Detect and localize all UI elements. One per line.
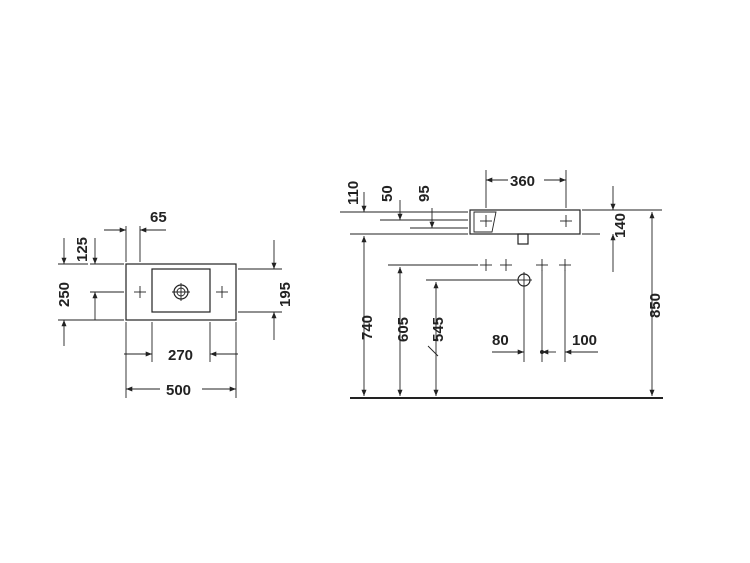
basin-bowl-top — [151, 268, 211, 313]
dim-740-label: 740 — [359, 315, 376, 340]
dim-545-label: 545 — [430, 317, 447, 342]
dim-65-label: 65 — [150, 209, 167, 226]
basin-outline-top — [125, 263, 237, 321]
front-view: 110 50 95 360 140 740 605 545 — [340, 170, 664, 399]
dim-605-label: 605 — [395, 317, 412, 342]
dim-95-label: 95 — [416, 185, 433, 202]
dim-100-label: 100 — [572, 332, 597, 349]
drain-pipe-front — [517, 233, 529, 245]
dim-140-label: 140 — [612, 213, 629, 238]
dim-250-label: 250 — [56, 282, 73, 307]
tap-hole-front-right-icon — [560, 215, 572, 227]
dim-50-label: 50 — [379, 185, 396, 202]
leader-arrow-icon — [427, 345, 439, 357]
basin-bowl-front — [473, 211, 497, 233]
basin-outline-front — [469, 209, 581, 235]
top-view: 65 125 250 195 270 500 — [56, 209, 294, 399]
dim-125-label: 125 — [74, 237, 91, 262]
dim-270-label: 270 — [168, 347, 193, 364]
dim-80-label: 80 — [492, 332, 509, 349]
dim-500-label: 500 — [166, 382, 191, 399]
dim-360-label: 360 — [510, 173, 535, 190]
dim-110-label: 110 — [345, 181, 362, 205]
tap-hole-front-left-icon — [480, 215, 492, 227]
tap-hole-right-icon — [216, 286, 228, 298]
dim-850-label: 850 — [647, 293, 664, 318]
supply-connection-icons — [480, 259, 571, 271]
tap-hole-left-icon — [134, 286, 146, 298]
dim-195-label: 195 — [277, 282, 294, 307]
